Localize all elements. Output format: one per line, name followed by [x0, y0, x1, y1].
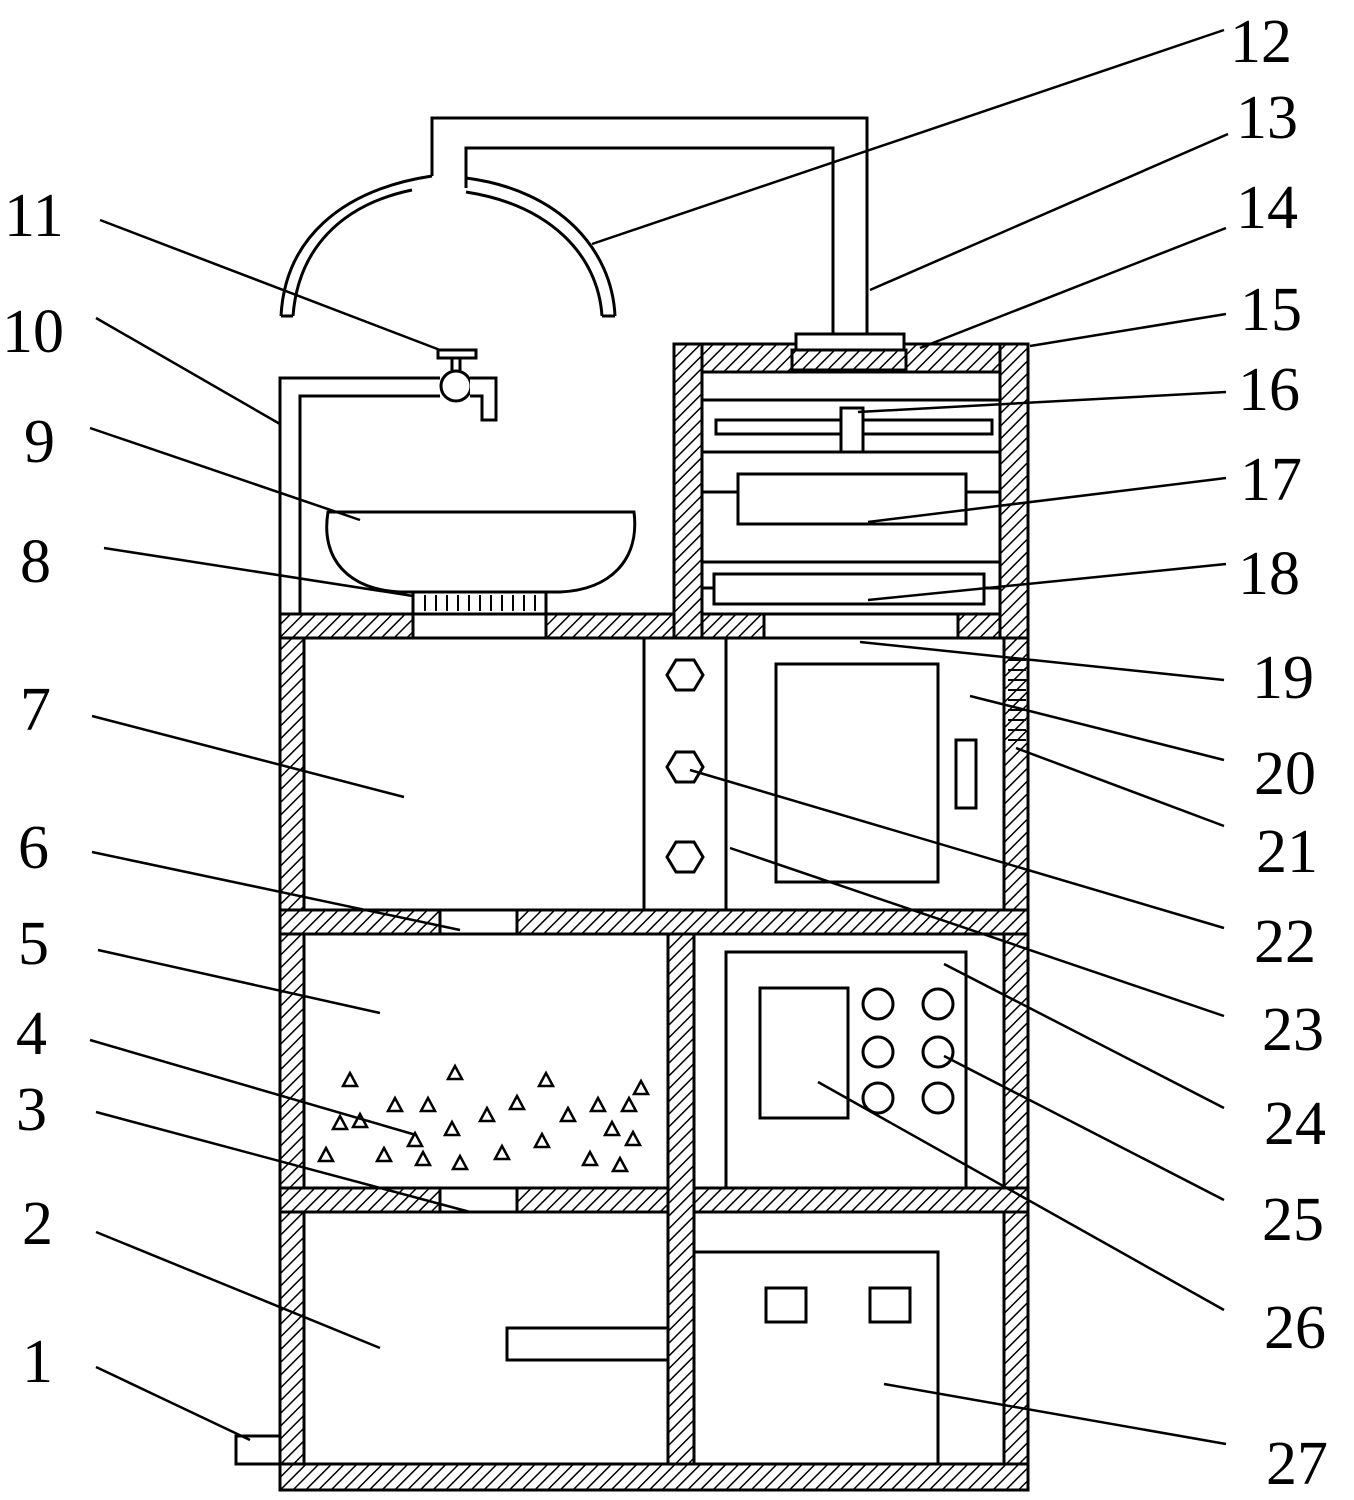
fan-mount	[790, 332, 908, 372]
exhaust-pipe	[430, 116, 869, 334]
label-24: 24	[1264, 1090, 1326, 1158]
label-25: 25	[1262, 1186, 1324, 1254]
label-23: 23	[1262, 996, 1324, 1064]
sink-drain	[411, 590, 548, 616]
leader-lines	[89, 28, 1229, 1446]
label-10: 10	[2, 298, 64, 366]
hood	[279, 174, 617, 318]
label-14: 14	[1236, 174, 1298, 242]
label-9: 9	[24, 408, 55, 476]
filter-box-internals	[702, 398, 1000, 606]
label-1: 1	[22, 1328, 53, 1396]
label-6: 6	[18, 814, 49, 882]
label-13: 13	[1236, 84, 1298, 152]
label-20: 20	[1254, 740, 1316, 808]
label-2: 2	[22, 1190, 53, 1258]
knobs	[665, 658, 705, 874]
water-pipe	[278, 376, 440, 614]
label-15: 15	[1240, 276, 1302, 344]
label-7: 7	[20, 676, 51, 744]
vent-grille	[1008, 659, 1026, 741]
label-16: 16	[1238, 356, 1300, 424]
label-27: 27	[1266, 1430, 1328, 1495]
label-26: 26	[1264, 1294, 1326, 1362]
label-3: 3	[16, 1076, 47, 1144]
label-12: 12	[1230, 8, 1292, 76]
label-19: 19	[1252, 644, 1314, 712]
label-5: 5	[18, 910, 49, 978]
label-21: 21	[1256, 818, 1318, 886]
label-22: 22	[1254, 908, 1316, 976]
bottom-row	[234, 1250, 940, 1466]
label-17: 17	[1240, 446, 1302, 514]
control-panel	[724, 950, 968, 1190]
label-8: 8	[20, 528, 51, 596]
label-18: 18	[1238, 540, 1300, 608]
faucet	[436, 348, 498, 422]
reference-numerals: 1 2 3 4 5 6 7 8 9 10 11 12 13 14 15 16 1…	[2, 8, 1328, 1498]
label-4: 4	[16, 1000, 47, 1068]
sink-bowl	[325, 510, 637, 594]
filter-media	[316, 1063, 651, 1173]
label-11: 11	[4, 182, 64, 250]
cabinet-walls	[278, 342, 1030, 1492]
